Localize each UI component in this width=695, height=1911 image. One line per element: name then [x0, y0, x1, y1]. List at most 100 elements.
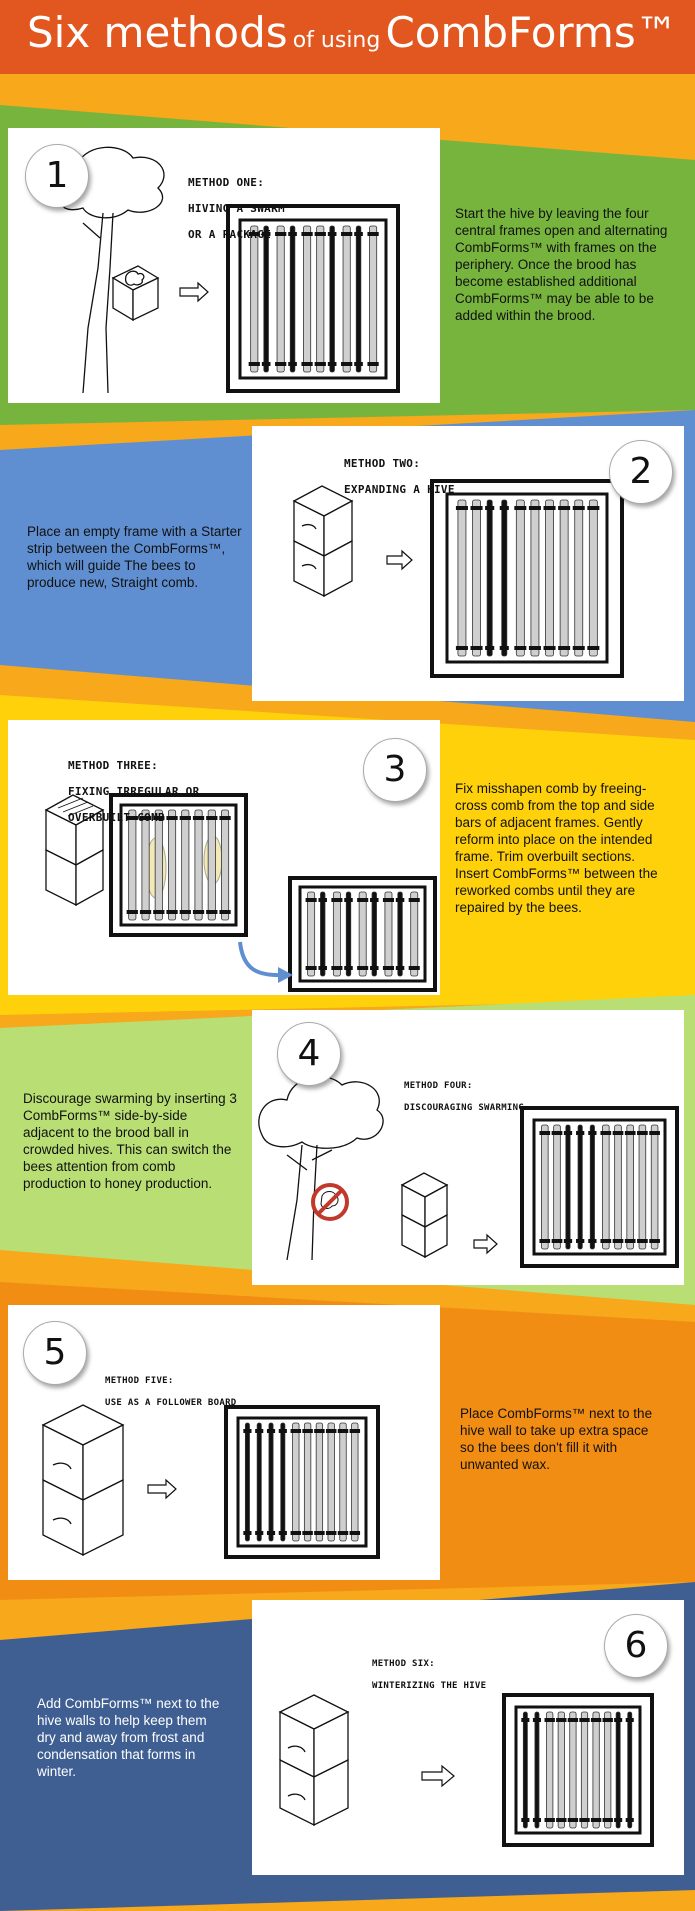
method-4-number-badge: 4 [277, 1022, 341, 1086]
frame-bar [358, 891, 367, 977]
frame-bar [384, 891, 393, 977]
frame-bar [574, 499, 584, 657]
bar-tab [331, 898, 343, 902]
bar-tab [192, 816, 205, 820]
bar-tab [288, 232, 297, 236]
bar-tab [624, 1131, 636, 1135]
frame-bar [207, 809, 216, 921]
frame-bar [316, 225, 325, 373]
arrow-icon [179, 281, 209, 303]
bar-tab [354, 232, 363, 236]
bar-tab [302, 1429, 313, 1433]
bar-tab [567, 1818, 579, 1822]
bar-tab [318, 966, 327, 970]
bar-tab [337, 1429, 349, 1433]
bar-tab [344, 898, 353, 902]
bar-tab [206, 816, 218, 820]
bar-tab [301, 232, 313, 236]
method-1-number-badge: 1 [25, 144, 89, 208]
bar-tab [318, 898, 327, 902]
method-6-label: METHOD SIX: WINTERIZING THE HIVE [372, 1659, 487, 1691]
bar-tab [514, 646, 527, 650]
bar-tab [327, 362, 337, 366]
bar-tab [649, 1239, 660, 1243]
hive-frame-icon [520, 1106, 679, 1268]
frame-bar [515, 499, 525, 657]
bar-tab [290, 1531, 302, 1535]
method-1-description: Start the hive by leaving the four centr… [455, 206, 668, 323]
bar-tab [341, 362, 353, 366]
frame-bar [530, 499, 540, 657]
frame-bar [602, 1124, 610, 1250]
arrow-icon [421, 1764, 455, 1788]
bar-tab [192, 910, 205, 914]
frame-bar [580, 1711, 589, 1829]
bar-tab [567, 1718, 579, 1722]
method-3-label: METHOD THREE: FIXING IRREGULAR OR OVERBU… [68, 759, 200, 824]
bar-tab [166, 816, 178, 820]
bar-tab [354, 362, 363, 366]
bar-tab [275, 362, 287, 366]
method-5-description: Place CombForms™ next to the hive wall t… [460, 1406, 653, 1472]
method-3-description: Fix misshapen comb by freeing-cross comb… [455, 781, 658, 915]
bar-tab [314, 362, 326, 366]
combform-bar [534, 1711, 540, 1829]
bar-tab [563, 1131, 573, 1135]
bar-tab [126, 816, 138, 820]
bar-tab [543, 506, 556, 510]
frame-bar [588, 499, 598, 657]
hive-frame-icon [224, 1405, 380, 1559]
method-2-illustration [292, 479, 624, 678]
frame-bar [307, 891, 316, 977]
bar-tab [243, 1531, 252, 1535]
bar-tab [275, 232, 287, 236]
bar-tab [301, 362, 313, 366]
combform-bar [501, 499, 508, 657]
bar-tab [563, 1239, 573, 1243]
frame-bar [154, 809, 163, 921]
frame-bar [472, 499, 481, 657]
bar-tab [556, 1718, 567, 1722]
bar-tab [382, 898, 394, 902]
combform-bar [577, 1124, 583, 1250]
bar-tab [590, 1718, 602, 1722]
bar-tab [255, 1429, 264, 1433]
combform-bar [289, 225, 296, 373]
frame-bar [351, 1422, 359, 1542]
frame-bar [650, 1124, 659, 1250]
hive-frame-icon [226, 204, 400, 393]
bar-tab [126, 910, 138, 914]
hive-boxes-icon [400, 1172, 449, 1259]
bar-tab [576, 1239, 585, 1243]
bar-tab [558, 506, 571, 510]
bar-tab [153, 816, 165, 820]
bar-tab [485, 506, 495, 510]
bar-tab [248, 362, 260, 366]
bar-tab [344, 966, 353, 970]
bar-tab [587, 646, 600, 650]
package-box-icon [111, 265, 160, 322]
bar-tab [588, 1239, 597, 1243]
bar-tab [370, 898, 379, 902]
bar-tab [248, 232, 260, 236]
bar-tab [625, 1718, 634, 1722]
method-2-number-badge: 2 [609, 440, 673, 504]
bar-tab [637, 1131, 648, 1135]
bar-tab [261, 232, 271, 236]
bar-tab [314, 1531, 325, 1535]
bar-tab [612, 1131, 624, 1135]
bar-tab [290, 1429, 302, 1433]
bar-tab [395, 966, 405, 970]
method-4-illustration [258, 1075, 679, 1268]
bar-tab [331, 966, 343, 970]
bar-tab [579, 1818, 590, 1822]
bar-tab [153, 910, 165, 914]
frame-bar [339, 1422, 347, 1542]
frame-bar [303, 225, 312, 373]
bar-tab [551, 1239, 563, 1243]
frame-bar [559, 499, 569, 657]
combform-bar [486, 499, 493, 657]
method-1-panel: 1 METHOD ONE: HIVING A SWARM OR A PACKAG… [8, 128, 440, 403]
hive-frame-icon [109, 793, 248, 937]
bar-tab [600, 1131, 612, 1135]
